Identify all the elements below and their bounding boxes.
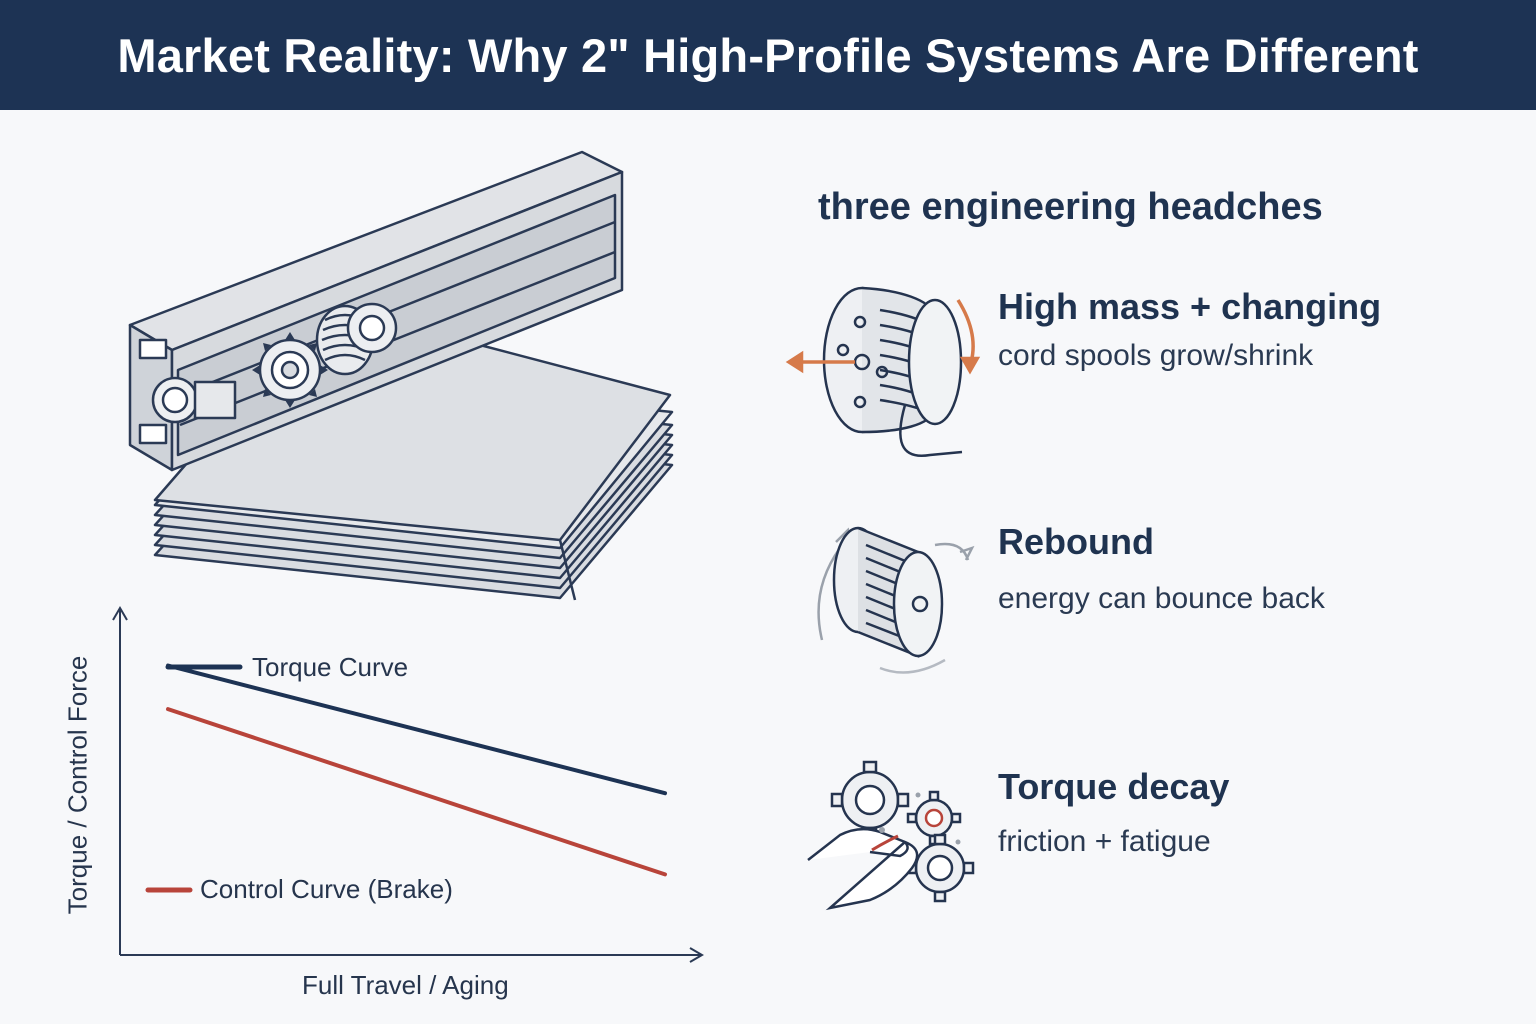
headrail-illustration [128,150,674,601]
headaches-title: three engineering headches [818,186,1323,228]
legend-control-label: Control Curve (Brake) [200,874,453,904]
page-title: Market Reality: Why 2" High-Profile Syst… [117,28,1419,82]
headache-2-title: Rebound [998,521,1154,562]
headache-1-desc: cord spools grow/shrink [998,339,1314,372]
headrail-icon [128,150,624,472]
cord-spool-icon [785,286,981,458]
chart-x-axis-label: Full Travel / Aging [302,970,509,1000]
headache-2-desc: energy can bounce back [998,582,1325,615]
chart-y-axis-label: Torque / Control Force [62,655,93,915]
headache-3-title: Torque decay [998,766,1230,807]
headache-1-title: High mass + changing [998,286,1382,327]
headache-3-desc: friction + fatigue [998,825,1211,858]
gears-hand-icon [807,760,975,911]
illustrations [128,150,981,911]
header-banner: Market Reality: Why 2" High-Profile Syst… [0,0,1536,110]
legend-torque-label: Torque Curve [252,652,409,682]
rebound-spool-icon [817,526,975,674]
